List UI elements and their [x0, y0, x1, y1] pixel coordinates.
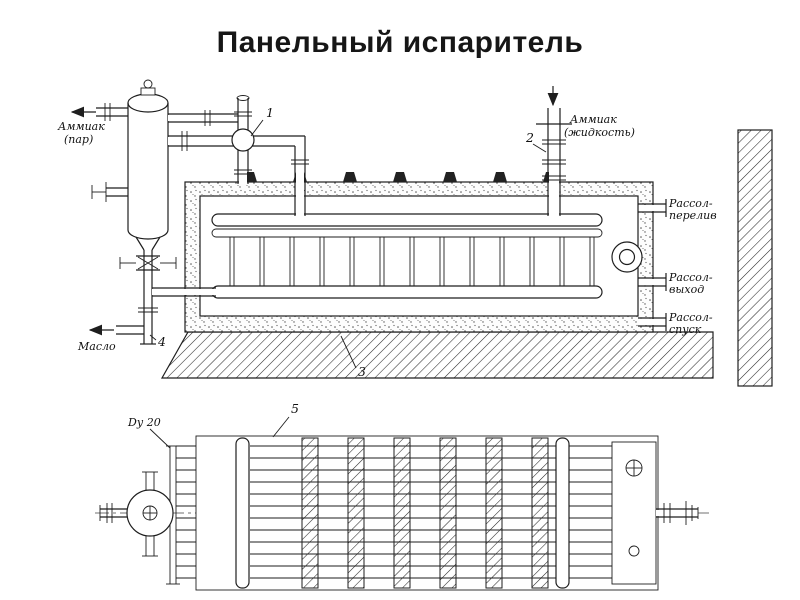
labels: Аммиак (пар) Аммиак (жидкость) Масло Рас… — [57, 113, 717, 449]
label-dn20: Dу 20 — [127, 416, 161, 429]
callout-2: 2 — [525, 130, 534, 145]
label-ammonia-liquid-2: (жидкость) — [564, 126, 635, 139]
distribution-pipe — [211, 228, 603, 238]
label-brine-outlet-1: Рассол- — [668, 271, 713, 284]
valve-1-riser — [231, 95, 255, 184]
drain-valve — [119, 255, 177, 271]
page-title: Панельный испаритель — [216, 26, 584, 59]
plan-view — [95, 435, 712, 591]
plan-outlet-stub — [656, 501, 699, 525]
brine-outlets — [611, 199, 667, 331]
label-brine-overflow-1: Рассол- — [668, 197, 713, 210]
label-ammonia-vapor-2: (пар) — [64, 133, 93, 146]
left-header-plan — [235, 437, 250, 589]
label-oil: Масло — [77, 340, 116, 353]
top-cap-handwheel-icon — [143, 79, 153, 89]
valve-1-body — [231, 128, 255, 152]
building-wall — [737, 129, 773, 387]
liquid-inlet-valve-2 — [536, 86, 572, 216]
outlet-box-plan — [611, 441, 657, 585]
callout-5: 5 — [291, 401, 299, 416]
top-header-pipe — [211, 213, 603, 227]
panel-assembly-plan — [195, 435, 699, 591]
label-brine-drain-2: спуск — [669, 323, 702, 336]
panel-section — [211, 213, 603, 299]
rim-brackets — [243, 172, 557, 182]
separator-vessel — [70, 79, 216, 345]
panel-plates — [301, 437, 549, 589]
callout-3: 3 — [358, 364, 366, 379]
vertical-panels — [229, 237, 595, 286]
callout-numbers: 1 2 3 4 5 — [149, 105, 547, 438]
right-header-plan — [555, 437, 570, 589]
tube-rows — [250, 445, 612, 579]
callout-1: 1 — [266, 105, 274, 120]
brine-tank — [184, 172, 654, 333]
foundation-hatch — [160, 331, 714, 379]
label-brine-overflow-2: перелив — [669, 209, 717, 222]
label-brine-outlet-2: выход — [669, 283, 704, 296]
label-ammonia-vapor-1: Аммиак — [57, 120, 105, 133]
label-brine-drain-1: Рассол- — [668, 311, 713, 324]
distributor-drum — [99, 471, 174, 557]
callout-4: 4 — [157, 334, 166, 349]
label-ammonia-liquid-1: Аммиак — [569, 113, 617, 126]
bottom-header-pipe — [211, 285, 603, 299]
